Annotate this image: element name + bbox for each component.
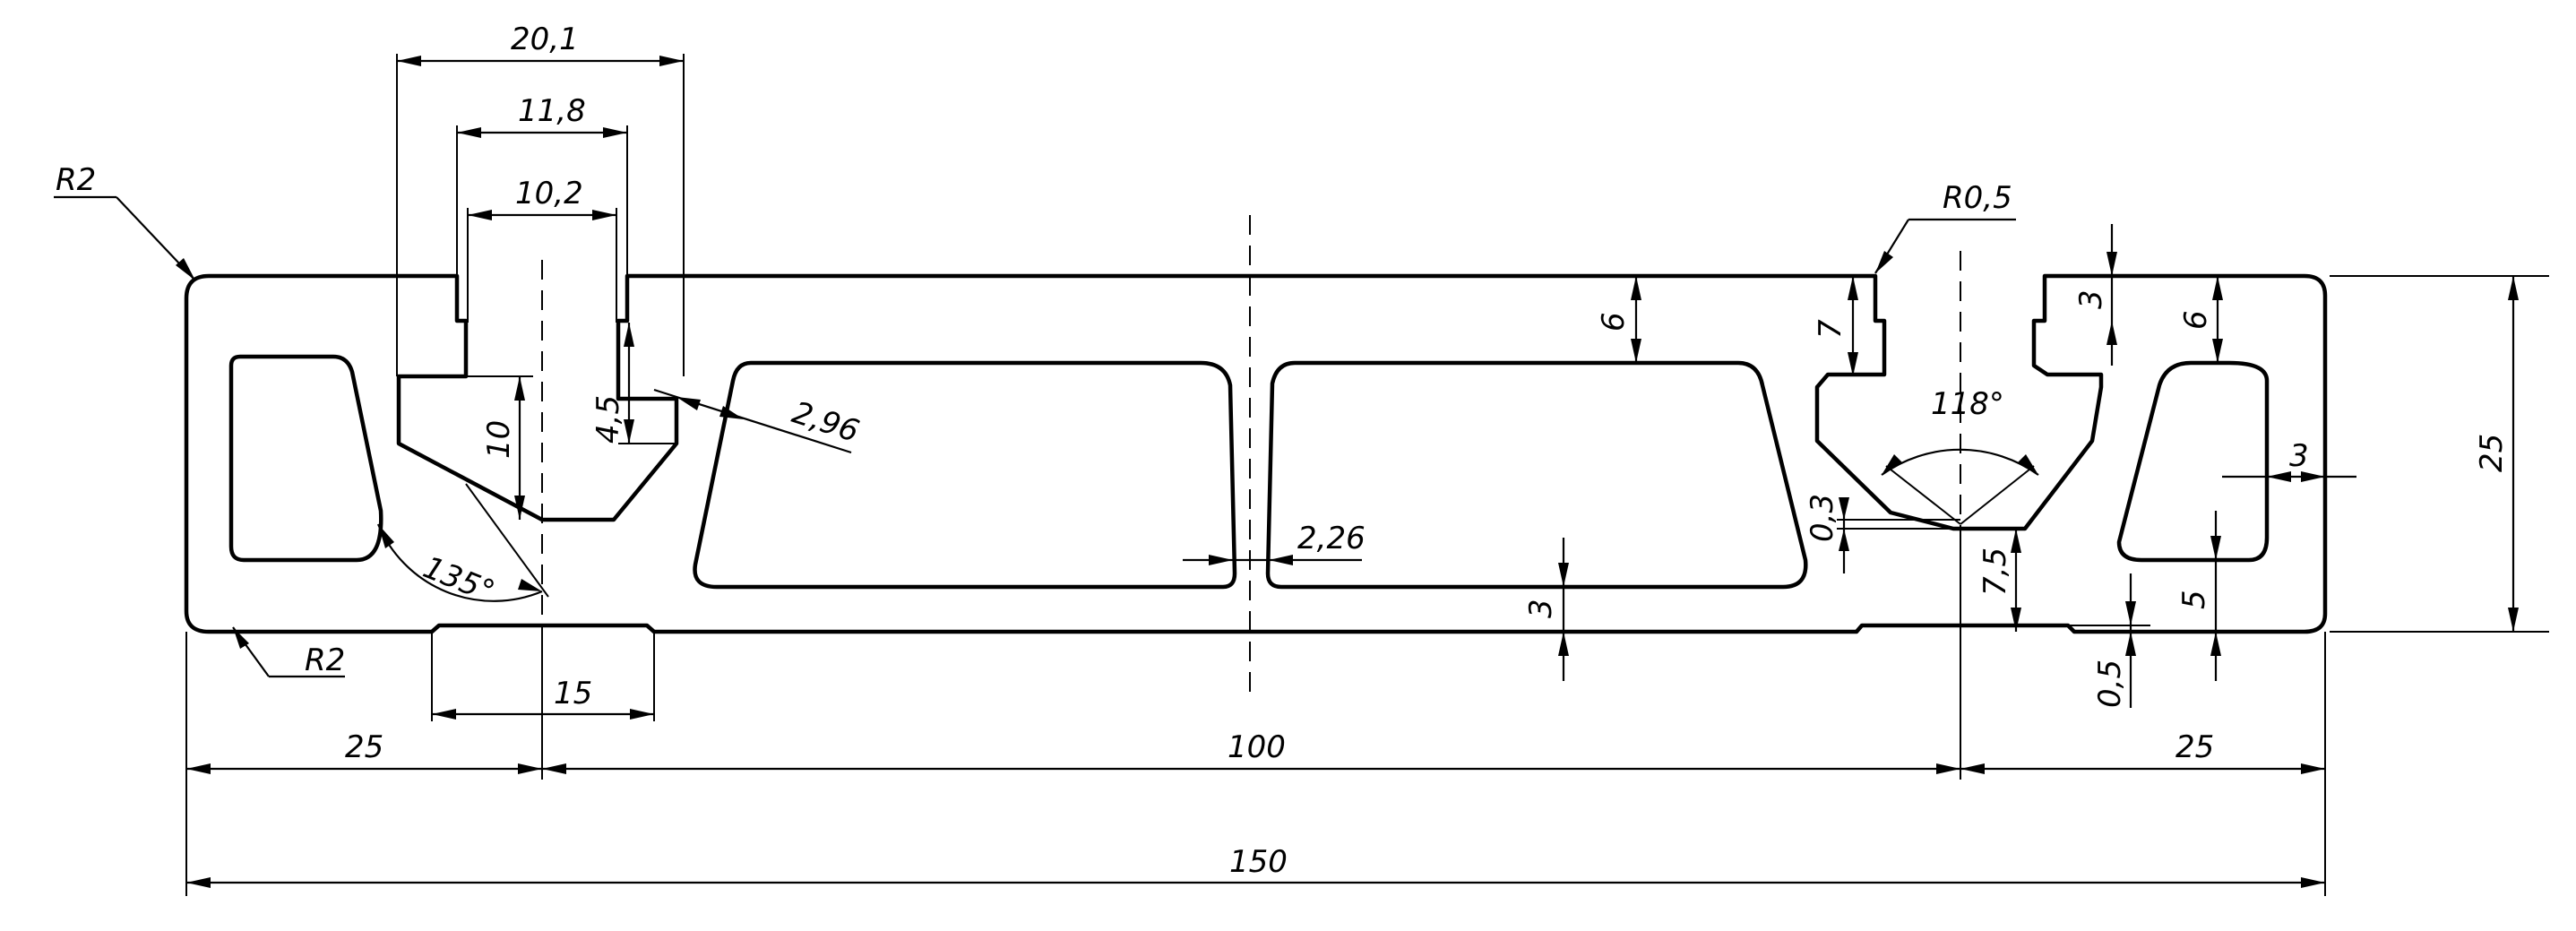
label-slot-neck: 10,2 — [515, 176, 583, 211]
label-pitch-mid: 100 — [1228, 729, 1286, 765]
label-right-top-gap: 3 — [2073, 289, 2109, 309]
label-angle-left: 135° — [418, 549, 500, 610]
label-vee-depth: 0,3 — [1805, 494, 1840, 542]
center-lines — [541, 215, 1961, 780]
outer-contour — [184, 273, 2328, 634]
label-slot-mid: 11,8 — [518, 93, 586, 129]
label-overall-width: 150 — [1229, 844, 1288, 880]
label-foot-height: 0,5 — [2092, 659, 2128, 708]
dimension-labels: 20,1 11,8 10,2 R2 R2 R0,5 10 4,5 2,96 13… — [56, 22, 2510, 880]
label-lip-height: 4,5 — [590, 395, 626, 444]
label-vee-height: 7,5 — [1977, 547, 2013, 596]
label-right-lip: 7 — [1813, 319, 1848, 339]
label-web-thick: 2,26 — [1297, 521, 1366, 556]
extension-lines — [185, 54, 2549, 896]
label-width-top: 20,1 — [511, 22, 579, 57]
label-radius-bottom-left: R2 — [305, 642, 345, 678]
dimension-lines — [54, 56, 2519, 888]
label-bottom-wall: 3 — [1523, 599, 1559, 618]
profile-outline — [184, 273, 2328, 634]
label-total-height: 25 — [2474, 434, 2510, 472]
label-foot-width: 15 — [554, 676, 592, 711]
label-top-wall: 6 — [1596, 312, 1632, 332]
left-cavity — [228, 354, 383, 563]
center-left-cavity — [693, 360, 1237, 590]
label-right-side-wall: 3 — [2289, 438, 2309, 474]
label-pitch-right: 25 — [2175, 729, 2214, 765]
label-pitch-left: 25 — [345, 729, 383, 765]
label-right-bottom-wall: 5 — [2176, 590, 2212, 609]
label-wall-thick: 2,96 — [788, 395, 863, 450]
label-right-wall: 6 — [2178, 310, 2214, 330]
center-right-cavity — [1265, 360, 1808, 590]
label-angle-right: 118° — [1931, 386, 2004, 422]
right-cavity — [2116, 360, 2270, 563]
label-radius-small: R0,5 — [1943, 180, 2012, 216]
label-slot-depth: 10 — [481, 420, 517, 459]
label-radius-top-left: R2 — [56, 162, 96, 198]
